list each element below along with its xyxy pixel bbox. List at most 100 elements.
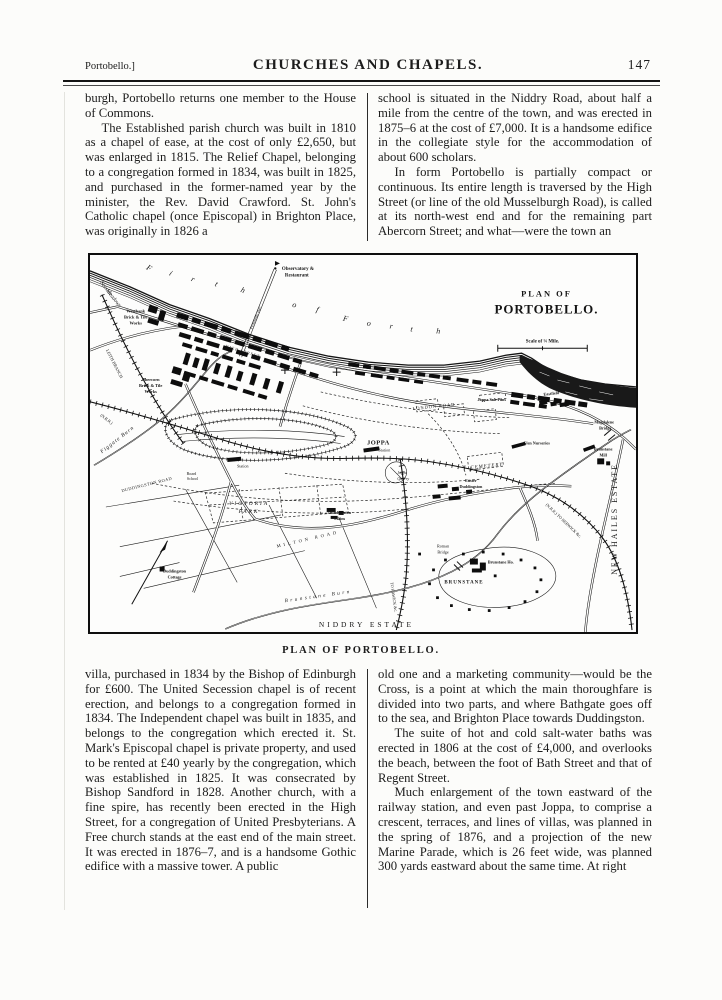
map-label: Eastfield — [543, 390, 560, 397]
map-label: Easter — [465, 478, 477, 483]
map-label: Roman — [437, 544, 450, 549]
map-label: Works — [130, 320, 143, 325]
map-label: Joppa Salt Pans — [478, 397, 507, 402]
map-label: Cottage — [168, 574, 182, 579]
header-section-label: Portobello.] — [85, 61, 135, 72]
paragraph: school is situated in the Niddry Road, a… — [378, 91, 652, 165]
map-label: Bridge — [437, 550, 448, 555]
map-label: Station — [237, 463, 248, 468]
map-label: r — [389, 321, 394, 330]
map-label: Duddingston — [328, 510, 352, 515]
map-label: BRUNSTANE — [444, 580, 483, 585]
map-label: Brunstane — [594, 446, 613, 451]
roman-bridge-symbol — [453, 561, 464, 571]
railway-sidings — [163, 408, 357, 462]
church-cross-icon — [280, 366, 341, 377]
paragraph: The suite of hot and cold salt-water bat… — [378, 726, 652, 785]
map-label: i — [168, 269, 174, 278]
scale-bar — [497, 344, 588, 352]
map-label: t — [214, 279, 220, 288]
map-label: t — [410, 324, 414, 333]
left-column-bottom: villa, purchased in 1834 by the Bishop o… — [85, 667, 356, 908]
pier — [238, 260, 280, 358]
right-column-bottom: old one and a marketing community—would … — [378, 667, 652, 908]
map-label: Mill — [599, 452, 607, 457]
victoria-park-outline — [204, 483, 350, 524]
map-label: VICTORIA — [229, 501, 269, 507]
map-label: h — [436, 326, 441, 335]
map-label: Brick & Tile — [124, 314, 147, 319]
compass-icon — [119, 540, 180, 605]
map-label: TO HAWICK &c. — [389, 582, 398, 613]
map-label: Works — [144, 389, 157, 394]
map-label: (N.B.R.) TO BERWICK &c. — [545, 502, 583, 539]
flag-icon — [274, 260, 280, 268]
map-label: h — [239, 285, 246, 295]
map-label: Abercorn — [142, 377, 160, 382]
map-label: (N.B.R.) — [99, 413, 114, 426]
header-page-number: 147 — [627, 57, 651, 72]
map-label: PORTOBELLO. — [495, 302, 599, 317]
right-column-top: school is situated in the Niddry Road, a… — [378, 91, 652, 241]
map-label: CEMETERY — [470, 463, 504, 471]
paragraph: burgh, Portobello returns one member to … — [85, 91, 356, 120]
map-label: Portobello Pier — [248, 305, 262, 330]
buildings — [147, 304, 611, 573]
map-label: f — [315, 305, 321, 315]
quarry-symbol — [384, 461, 407, 484]
map-label: Duddingston — [459, 484, 483, 489]
paragraph: In form Portobello is partially compact … — [378, 164, 652, 239]
map-caption: PLAN OF PORTOBELLO. — [282, 645, 440, 656]
map-label: Observatory & — [282, 267, 314, 272]
map-label: o — [366, 319, 372, 329]
map-label: Duddingston — [163, 568, 187, 573]
page-header: Portobello.] CHURCHES AND CHAPELS. 147 — [85, 57, 651, 74]
roads — [90, 305, 636, 632]
map-label: Magdalene — [594, 420, 614, 425]
map-label: Board — [187, 471, 197, 476]
map-label: PLAN OF — [521, 289, 572, 299]
map-label: DUDDINGSTON ROAD — [121, 476, 173, 493]
left-column-top: burgh, Portobello returns one member to … — [85, 91, 356, 241]
brunstane-drive — [438, 546, 556, 608]
map-label: LEITH BRANCH — [105, 348, 124, 379]
map-label: Scale of ¼ Mile. — [526, 339, 560, 344]
scan-margin-crease — [64, 92, 65, 910]
map-label: JOPPA — [367, 439, 390, 446]
map-label: Glen Nurseries — [523, 440, 550, 445]
paragraph: Much enlargement of the town eastward of… — [378, 785, 652, 874]
map-label: NIDDRY ESTATE — [319, 620, 414, 629]
map-label: Mains — [334, 516, 345, 521]
map-label: Joppa — [397, 470, 407, 475]
map-label: Brunstane Burn — [284, 589, 352, 604]
map-label: Brick & Tile — [139, 383, 162, 388]
paragraph: villa, purchased in 1834 by the Bishop o… — [85, 667, 356, 874]
map-label: o — [291, 300, 297, 310]
cemetery-outline — [466, 451, 504, 471]
header-rule — [63, 80, 660, 86]
text-columns-top: burgh, Portobello returns one member to … — [85, 91, 652, 241]
map-label: School — [187, 476, 199, 481]
streams — [93, 350, 632, 630]
paragraph: old one and a marketing community—would … — [378, 667, 652, 726]
map-label: Bridge — [599, 426, 611, 431]
map-label: NEW HAILES ESTATE — [610, 463, 619, 575]
column-divider — [367, 669, 368, 908]
map-label: Station — [378, 447, 391, 452]
map-label: Westbank — [126, 309, 145, 314]
map-label: r — [190, 275, 198, 285]
text-columns-bottom: villa, purchased in 1834 by the Bishop o… — [85, 667, 652, 908]
tree-symbols — [418, 550, 543, 612]
header-running-title: CHURCHES AND CHAPELS. — [252, 57, 484, 73]
map-label: Brunstane Ho. — [488, 560, 514, 565]
map-label: Quarry — [397, 476, 409, 481]
map-label: F — [144, 262, 154, 273]
magdalene-bridge-symbol — [603, 429, 616, 441]
map-label: LONDON ROAD — [412, 402, 455, 411]
paragraph: The Established parish church was built … — [85, 120, 356, 239]
map-label: F — [341, 313, 349, 323]
map-label: PARK — [238, 509, 260, 515]
